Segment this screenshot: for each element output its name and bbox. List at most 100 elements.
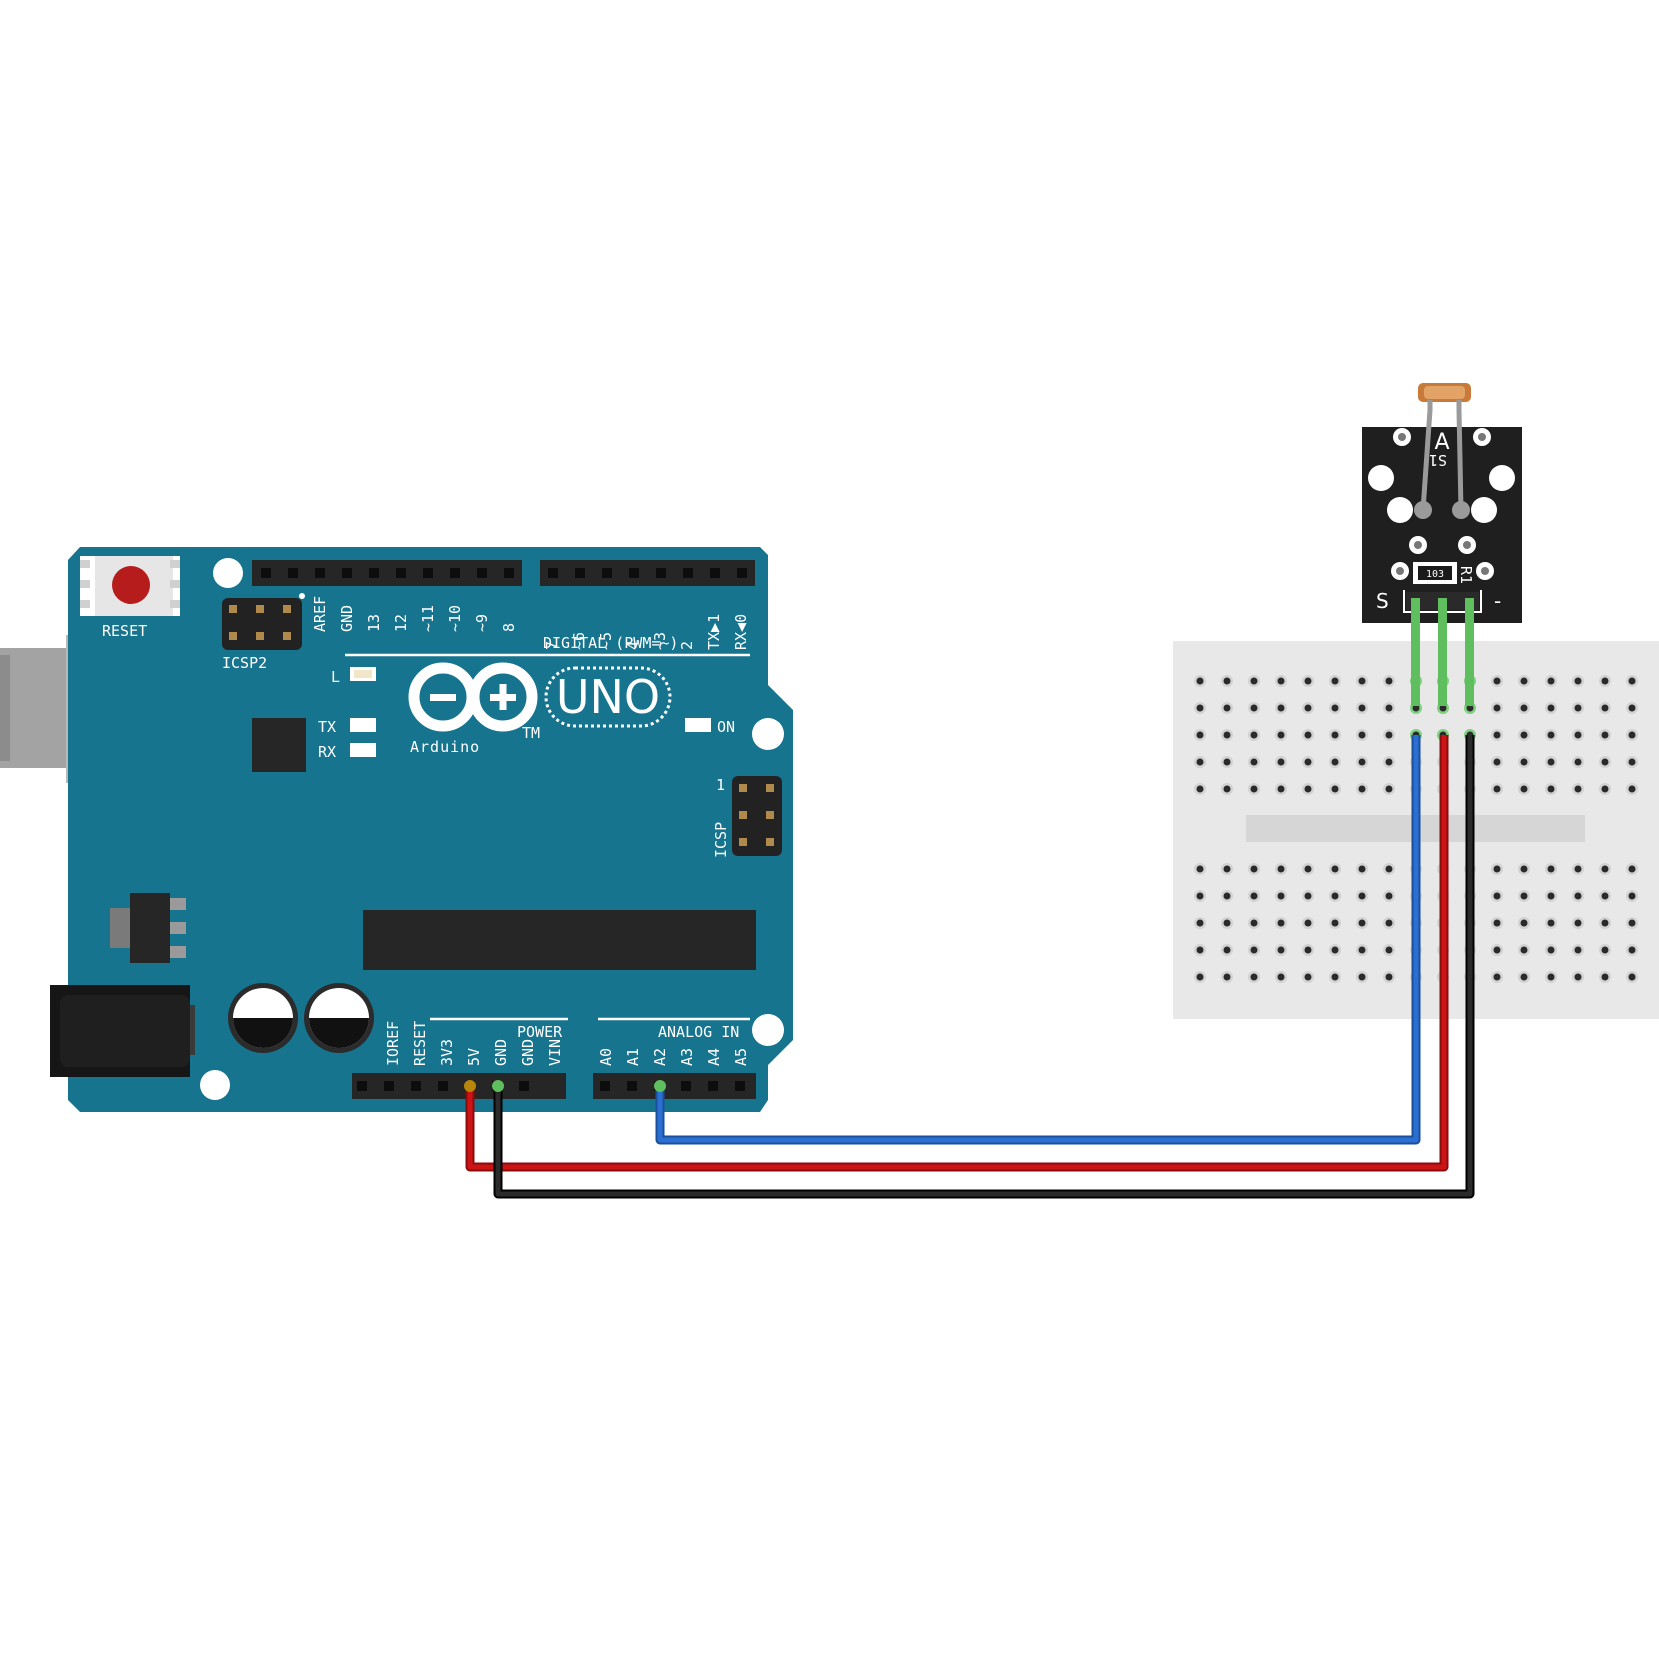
breadboard-hole-center (1493, 704, 1501, 712)
breadboard-hole-center (1358, 946, 1366, 954)
pin-label: A2 (651, 1048, 669, 1066)
breadboard-hole-center (1331, 946, 1339, 954)
header-socket (261, 568, 271, 578)
pin-label: A1 (624, 1048, 642, 1066)
breadboard-hole-center (1601, 731, 1609, 739)
pin-label: 2 (678, 641, 696, 650)
breadboard-hole-center (1250, 892, 1258, 900)
reset-button[interactable] (80, 556, 180, 616)
breadboard-hole-center (1574, 785, 1582, 793)
breadboard-hole-center (1196, 704, 1204, 712)
wires (464, 735, 1475, 1199)
header-socket (342, 568, 352, 578)
breadboard-hole-center (1250, 946, 1258, 954)
breadboard-hole-center (1250, 731, 1258, 739)
component-label: A (1434, 430, 1449, 455)
breadboard-hole-center (1493, 677, 1501, 685)
breadboard-hole-center (1574, 865, 1582, 873)
breadboard-hole-center (1385, 892, 1393, 900)
breadboard-hole-center (1628, 865, 1636, 873)
breadboard-hole-center (1628, 758, 1636, 766)
mounting-hole (752, 718, 784, 750)
breadboard-hole-center (1628, 946, 1636, 954)
breadboard-hole-center (1493, 892, 1501, 900)
breadboard-hole-center (1358, 973, 1366, 981)
header-socket (627, 1081, 637, 1091)
breadboard-hole-center (1628, 919, 1636, 927)
breadboard-hole-center (1547, 785, 1555, 793)
led-l-core (354, 670, 372, 678)
breadboard-hole-center (1358, 785, 1366, 793)
usb-chip (252, 718, 306, 772)
led-l-label: L (331, 668, 340, 686)
breadboard-hole-center (1601, 865, 1609, 873)
breadboard-hole-center (1547, 704, 1555, 712)
uno-badge (544, 666, 672, 728)
dc-power-jack (50, 985, 195, 1077)
breadboard-hole-center (1304, 731, 1312, 739)
breadboard-hole-center (1574, 731, 1582, 739)
trademark: TM (522, 724, 540, 742)
breadboard-hole-center (1601, 919, 1609, 927)
header-socket (384, 1081, 394, 1091)
breadboard-hole-center (1250, 677, 1258, 685)
breadboard-hole-center (1601, 758, 1609, 766)
wire-endpoint-5v (464, 1080, 476, 1092)
mounting-hole (752, 1014, 784, 1046)
breadboard-hole-center (1628, 973, 1636, 981)
breadboard-hole-center (1277, 892, 1285, 900)
breadboard-hole-center (1628, 892, 1636, 900)
pin-label: 4 (624, 641, 642, 650)
pin-label: RX◀0 (732, 614, 750, 650)
breadboard-hole-center (1493, 785, 1501, 793)
pin-label: 5V (465, 1048, 483, 1066)
header-socket (735, 1081, 745, 1091)
breadboard-hole-center (1493, 973, 1501, 981)
breadboard-hole-center (1385, 731, 1393, 739)
board-pcb (68, 547, 793, 1112)
pin-label: GND (519, 1039, 537, 1066)
breadboard-hole-center (1358, 731, 1366, 739)
pin-label: 13 (365, 614, 383, 632)
pin-label: RESET (411, 1021, 429, 1066)
breadboard-hole-center (1250, 973, 1258, 981)
led-tx-label: TX (318, 718, 336, 736)
breadboard-hole-center (1520, 758, 1528, 766)
header-pin-ground (1465, 598, 1474, 706)
breadboard-hole-center (1574, 677, 1582, 685)
pin-label: A0 (597, 1048, 615, 1066)
breadboard-hole-center (1250, 865, 1258, 873)
breadboard-hole-center (1520, 865, 1528, 873)
breadboard-hole-center (1358, 704, 1366, 712)
breadboard-hole-center (1520, 704, 1528, 712)
header-socket (411, 1081, 421, 1091)
breadboard-hole-center (1628, 785, 1636, 793)
breadboard-hole-center (1574, 973, 1582, 981)
breadboard-hole-center (1547, 892, 1555, 900)
header-pin-vcc (1438, 598, 1447, 706)
breadboard-hole-center (1196, 758, 1204, 766)
digital-header (252, 560, 755, 586)
resistor-ref: R1 (1457, 566, 1475, 584)
pin-s-label: S (1376, 589, 1389, 613)
icsp2-label: ICSP2 (222, 654, 267, 672)
breadboard-hole-center (1223, 973, 1231, 981)
voltage-regulator (110, 893, 186, 963)
breadboard-hole-center (1385, 946, 1393, 954)
capacitor (228, 983, 298, 1053)
pin-label: ~11 (419, 605, 437, 632)
breadboard-hole-center (1547, 946, 1555, 954)
breadboard-hole-center (1493, 731, 1501, 739)
brand-label: Arduino (410, 738, 480, 756)
header-socket (681, 1081, 691, 1091)
led-on-label: ON (717, 718, 735, 736)
breadboard-hole-center (1196, 785, 1204, 793)
photoresistor-module: 103 R1 A S1 S - (1362, 383, 1522, 706)
breadboard-hole-center (1223, 758, 1231, 766)
breadboard-hole-center (1385, 785, 1393, 793)
breadboard-hole-center (1493, 758, 1501, 766)
breadboard-hole-center (1250, 785, 1258, 793)
breadboard-hole-center (1331, 892, 1339, 900)
